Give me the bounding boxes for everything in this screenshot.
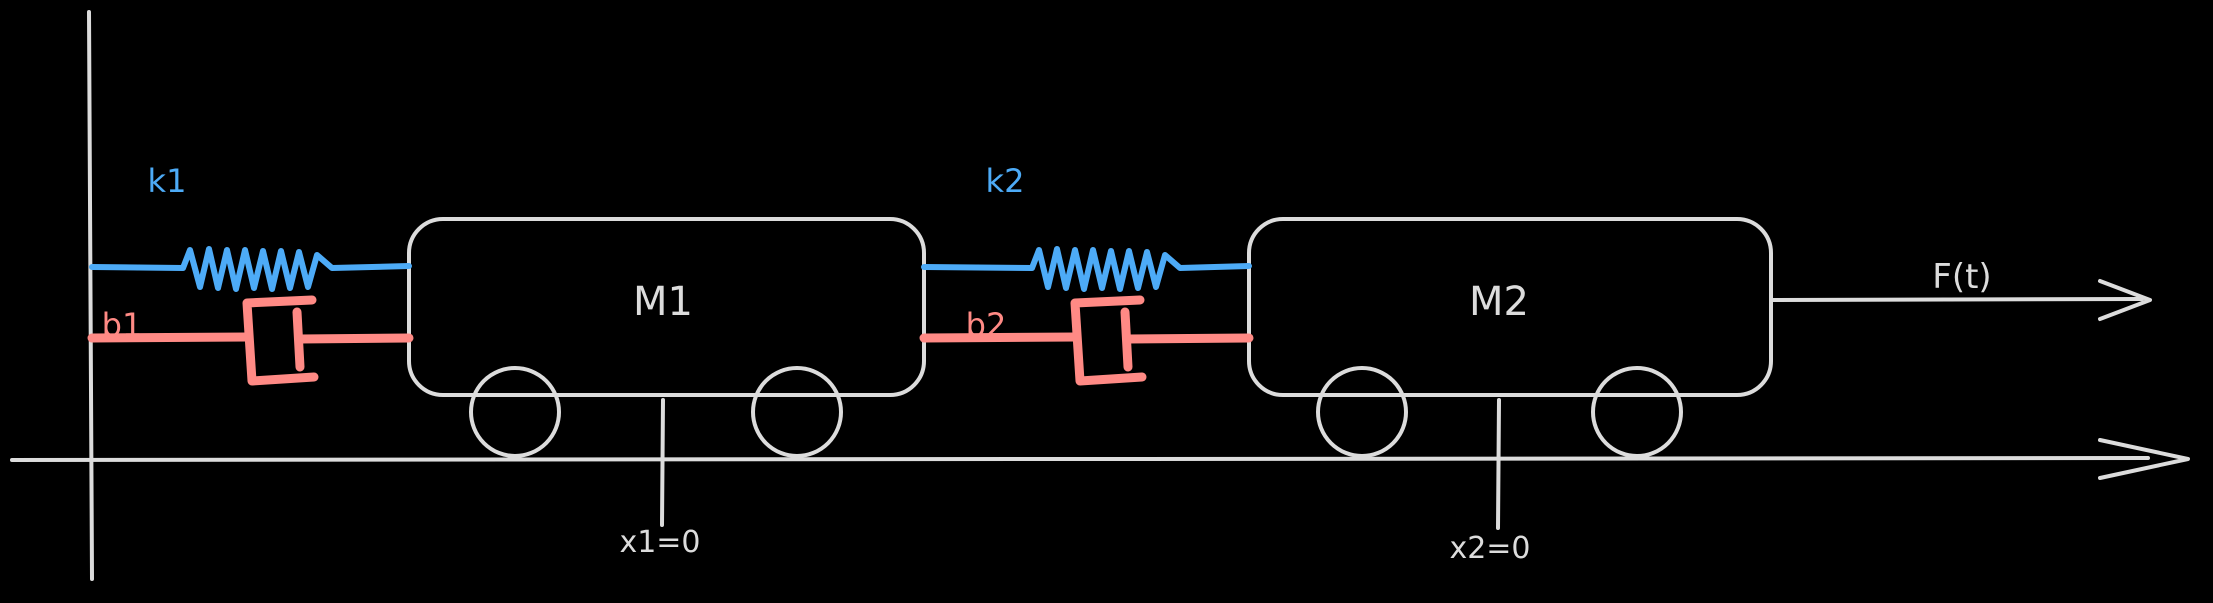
force-arrowhead bbox=[2098, 279, 2152, 321]
damper-b2-label: b2 bbox=[966, 306, 1007, 344]
x2-origin-tick bbox=[1496, 398, 1501, 530]
x1-origin-tick bbox=[660, 398, 665, 527]
spring-k1-label: k1 bbox=[148, 162, 187, 200]
ink-stroke-group bbox=[10, 10, 2190, 581]
damper-b1-label: b1 bbox=[102, 306, 143, 344]
force-arrow bbox=[1769, 279, 2152, 321]
damper-b1-cylinder bbox=[242, 295, 319, 386]
damper-b2 bbox=[919, 295, 1254, 386]
mass2-label: M2 bbox=[1469, 279, 1529, 325]
wall-line bbox=[87, 10, 94, 581]
x2-origin-label: x2=0 bbox=[1449, 531, 1530, 566]
damper-b2-cylinder bbox=[1070, 295, 1147, 386]
spring-label-group: k1 k2 bbox=[148, 162, 1025, 200]
ground-line bbox=[10, 456, 2150, 462]
damper-label-group: b1 b2 bbox=[102, 306, 1007, 344]
mass1-label: M1 bbox=[633, 279, 693, 325]
mass1-wheel-right bbox=[751, 366, 843, 458]
mass1-cart bbox=[407, 217, 926, 458]
damper-b1-rod-left bbox=[87, 332, 253, 343]
damper-b1-rod-right bbox=[295, 333, 414, 344]
spring-k1 bbox=[89, 246, 412, 292]
ground-arrowhead bbox=[2098, 438, 2190, 480]
damper-b2-rod-right bbox=[1123, 333, 1254, 344]
mass2-wheel-left bbox=[1316, 366, 1408, 458]
damper-group bbox=[87, 295, 1254, 386]
damper-b1 bbox=[87, 295, 414, 386]
mass2-wheel-right bbox=[1591, 366, 1683, 458]
mass1-body bbox=[407, 217, 926, 397]
spring-k2 bbox=[921, 246, 1252, 292]
force-arrow-line bbox=[1769, 297, 2144, 302]
spring-group bbox=[89, 246, 1252, 292]
force-label: F(t) bbox=[1932, 257, 1991, 297]
ink-label-group: M1 M2 F(t) x1=0 x2=0 bbox=[619, 257, 1991, 566]
mass2-body bbox=[1247, 217, 1773, 397]
damper-b2-rod-left bbox=[919, 332, 1081, 343]
spring-k2-label: k2 bbox=[986, 162, 1025, 200]
mass1-wheel-left bbox=[469, 366, 561, 458]
mass2-cart bbox=[1247, 217, 1773, 458]
x1-origin-label: x1=0 bbox=[619, 525, 700, 560]
